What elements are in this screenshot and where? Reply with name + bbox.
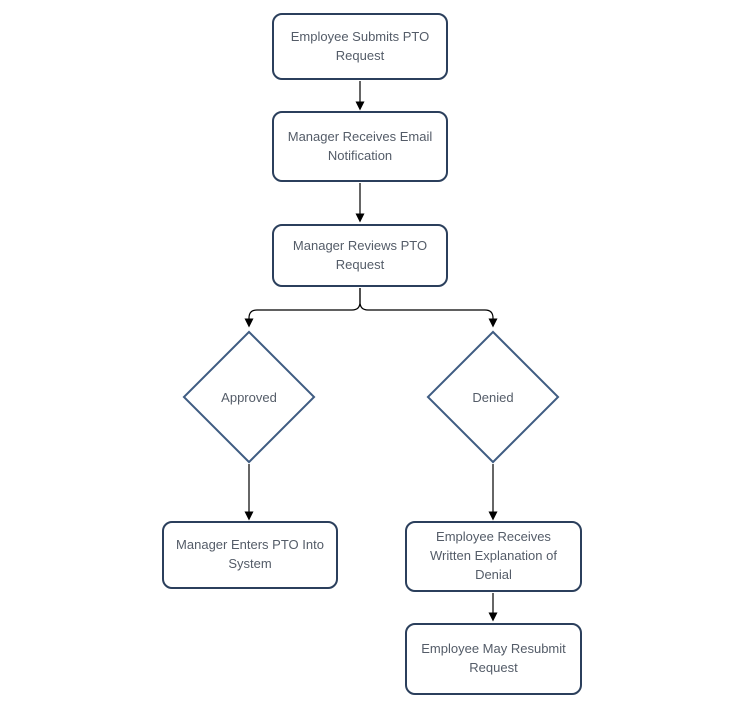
node-label: Manager Enters PTO Into System xyxy=(176,537,324,571)
edge-review-to-approved xyxy=(244,288,361,328)
node-label: Manager Receives Email Notification xyxy=(287,128,433,163)
node-manager-enters-pto-into-system: Manager Enters PTO Into System xyxy=(162,521,338,589)
node-label: Employee Receives Written Explanation of… xyxy=(430,529,557,582)
node-manager-receives-email-notification: Manager Receives Email Notification xyxy=(272,111,448,182)
node-manager-reviews-pto-request: Manager Reviews PTO Request xyxy=(272,224,448,287)
node-label: Employee Submits PTO Request xyxy=(290,28,430,63)
node-label: Manager Reviews PTO Request xyxy=(292,237,428,272)
node-employee-submits-pto-request: Employee Submits PTO Request xyxy=(272,13,448,80)
node-label: Employee May Resubmit Request xyxy=(421,641,566,675)
edge-review-to-denied xyxy=(359,288,498,328)
decision-approved-label: Approved xyxy=(221,389,277,405)
node-employee-receives-written-explanation: Employee Receives Written Explanation of… xyxy=(405,521,582,592)
decision-denied-label: Denied xyxy=(472,389,514,405)
node-employee-may-resubmit-request: Employee May Resubmit Request xyxy=(405,623,582,695)
